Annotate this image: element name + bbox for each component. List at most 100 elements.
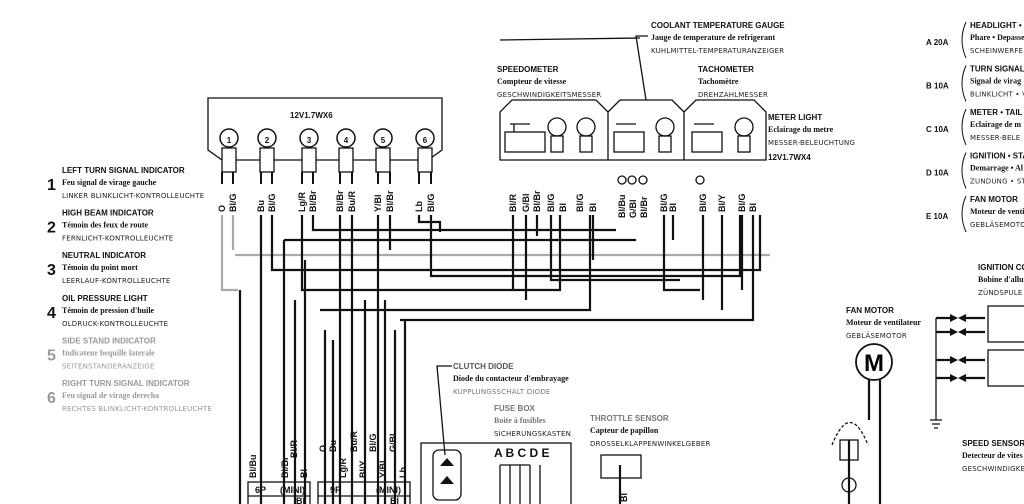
- wire-label: Bl/G: [368, 433, 378, 452]
- svg-text:IGNITION CO: IGNITION CO: [978, 263, 1024, 272]
- svg-text:Capteur de papillon: Capteur de papillon: [590, 426, 659, 435]
- wire-label: Bl/G: [659, 193, 669, 212]
- svg-text:FUSE BOX: FUSE BOX: [494, 404, 536, 413]
- fan-motor: FAN MOTOR Moteur de ventilateur GEBLÄSEM…: [831, 306, 921, 504]
- coolant-gauge-label: COOLANT TEMPERATURE GAUGE Jauge de tempe…: [651, 21, 785, 55]
- wire-label: Bl/Br: [385, 190, 395, 212]
- svg-text:9P: 9P: [330, 485, 341, 495]
- svg-text:NEUTRAL INDICATOR: NEUTRAL INDICATOR: [62, 251, 146, 260]
- tachometer-label: TACHOMETER Tachomètre DREHZAHLMESSER: [698, 65, 768, 99]
- svg-text:METER • TAIL: METER • TAIL: [970, 108, 1023, 117]
- indicator-bulb: 4: [336, 128, 356, 173]
- fuse-legend-item: C 10A METER • TAIL Eclairage de m MESSER-BE…: [926, 108, 1023, 146]
- svg-text:GESCHWINDIGKEI: GESCHWINDIGKEI: [962, 465, 1024, 473]
- svg-text:Bobine d'allum: Bobine d'allum: [978, 275, 1024, 284]
- wire-label: Bu/R: [347, 191, 357, 212]
- harness-wires: [220, 215, 770, 504]
- svg-text:HEADLIGHT • P: HEADLIGHT • P: [970, 21, 1024, 30]
- fuse-box: FUSE BOX Boite à fusibles SICHERUNGSKAST…: [420, 404, 572, 504]
- legend-item: 5 SIDE STAND INDICATOR Indicateur bequille…: [47, 336, 156, 370]
- svg-text:SICHERUNGSKASTEN: SICHERUNGSKASTEN: [494, 430, 571, 438]
- svg-text:Tachomètre: Tachomètre: [698, 77, 739, 86]
- svg-text:RECHTES BLINKLICHT-KONTROLLEUC: RECHTES BLINKLICHT-KONTROLLEUCHTE: [62, 405, 212, 413]
- svg-text:Eclairage de m: Eclairage de m: [970, 120, 1021, 129]
- indicator-bulb: 6: [415, 128, 435, 173]
- svg-text:4: 4: [344, 136, 349, 145]
- wire-label: Lg/R: [297, 192, 307, 212]
- svg-text:Indicateur bequille laterale: Indicateur bequille laterale: [62, 348, 155, 357]
- svg-text:Feu signal de virage derecha: Feu signal de virage derecha: [62, 391, 159, 400]
- svg-text:OIL PRESSURE LIGHT: OIL PRESSURE LIGHT: [62, 294, 148, 303]
- wire-label: Lb: [414, 201, 424, 212]
- wire-label: Bl/G: [228, 193, 238, 212]
- wire-label: Bl/Br: [280, 456, 290, 478]
- svg-text:5: 5: [381, 136, 386, 145]
- svg-text:Feu signal de virage gauche: Feu signal de virage gauche: [62, 178, 157, 187]
- meter-cluster: [499, 35, 767, 185]
- wire-label: Y/Bl: [378, 460, 388, 478]
- wire-label: Bl: [668, 203, 678, 212]
- indicator-bulb: 3: [299, 128, 319, 173]
- svg-text:OLDRUCK-KONTROLLEUCHTE: OLDRUCK-KONTROLLEUCHTE: [62, 320, 168, 328]
- wire-label: G/Bl: [388, 433, 398, 452]
- svg-text:GEBLÄSEMOTOR: GEBLÄSEMOTOR: [846, 331, 907, 340]
- svg-text:CLUTCH DIODE: CLUTCH DIODE: [453, 362, 514, 371]
- indicator-bulb: 1: [219, 128, 239, 173]
- svg-text:SIDE STAND INDICATOR: SIDE STAND INDICATOR: [62, 336, 156, 345]
- svg-text:Detecteur de vites: Detecteur de vites: [962, 451, 1023, 460]
- clutch-diode: CLUTCH DIODE Diode du contacteur d'embra…: [436, 362, 569, 456]
- svg-text:Demarrage • Al: Demarrage • Al: [970, 164, 1024, 173]
- svg-text:A 20A: A 20A: [926, 38, 949, 47]
- svg-text:Diode du contacteur d'embrayag: Diode du contacteur d'embrayage: [453, 374, 569, 383]
- svg-text:FAN MOTOR: FAN MOTOR: [846, 306, 894, 315]
- svg-text:Témoin des feux de route: Témoin des feux de route: [62, 221, 149, 230]
- wire-label: Bl/Br: [335, 190, 345, 212]
- svg-text:SPEED SENSOR: SPEED SENSOR: [962, 439, 1024, 448]
- wire-label: Bl/R: [508, 193, 518, 212]
- svg-text:12V1.7WX4: 12V1.7WX4: [768, 153, 811, 162]
- indicator-spec: 12V1.7WX6: [290, 111, 333, 120]
- wire-label: Lb: [398, 467, 408, 478]
- wire-label: Bl/Y: [358, 460, 368, 478]
- svg-text:LINKER BLINKLICHT-KONTROLLEUCH: LINKER BLINKLICHT-KONTROLLEUCHTE: [62, 192, 204, 200]
- wire-label: Bl/G: [546, 193, 556, 212]
- svg-text:Bl: Bl: [390, 496, 399, 504]
- svg-text:5: 5: [47, 347, 56, 364]
- svg-text:MESSER-BELE: MESSER-BELE: [970, 134, 1020, 142]
- svg-text:THROTTLE SENSOR: THROTTLE SENSOR: [590, 414, 669, 423]
- wire-label: Bl/Br: [308, 190, 318, 212]
- wire-label: Bu: [328, 440, 338, 452]
- svg-text:Compteur de vitesse: Compteur de vitesse: [497, 77, 567, 86]
- svg-text:ZUNDUNG • STA: ZUNDUNG • STA: [970, 178, 1024, 186]
- svg-text:Phare • Depasse: Phare • Depasse: [970, 33, 1024, 42]
- svg-text:Bl: Bl: [619, 493, 629, 502]
- svg-text:C 10A: C 10A: [926, 125, 949, 134]
- speed-sensor: SPEED SENSOR Detecteur de vites GESCHWIN…: [962, 439, 1024, 473]
- svg-text:SEITENSTANDERANZEIGE: SEITENSTANDERANZEIGE: [62, 362, 155, 370]
- wire-label: O: [318, 445, 328, 452]
- indicator-bulb: 5: [373, 128, 393, 173]
- svg-text:METER LIGHT: METER LIGHT: [768, 113, 822, 122]
- svg-text:B 10A: B 10A: [926, 82, 949, 91]
- svg-text:(MINI): (MINI): [280, 485, 305, 495]
- svg-text:SCHEINWERFE: SCHEINWERFE: [970, 47, 1023, 55]
- wire-label: Bl/G: [575, 193, 585, 212]
- wire-label: Bl/Bu: [617, 195, 627, 219]
- wire-label: Bl/G: [267, 193, 277, 212]
- svg-text:1: 1: [47, 177, 56, 194]
- svg-text:COOLANT TEMPERATURE GAUGE: COOLANT TEMPERATURE GAUGE: [651, 21, 785, 30]
- svg-text:A B C D E: A B C D E: [494, 446, 550, 460]
- svg-text:DREHZAHLMESSER: DREHZAHLMESSER: [698, 91, 768, 99]
- wire-label: Bl/Br: [639, 196, 649, 218]
- ignition-coil: IGNITION CO Bobine d'allum ZÜNDSPULE: [930, 263, 1024, 429]
- throttle-sensor: THROTTLE SENSOR Capteur de papillon DROS…: [590, 414, 711, 504]
- svg-text:HIGH BEAM INDICATOR: HIGH BEAM INDICATOR: [62, 209, 154, 218]
- svg-text:DROSSELKLAPPENWINKELGEBER: DROSSELKLAPPENWINKELGEBER: [590, 440, 711, 448]
